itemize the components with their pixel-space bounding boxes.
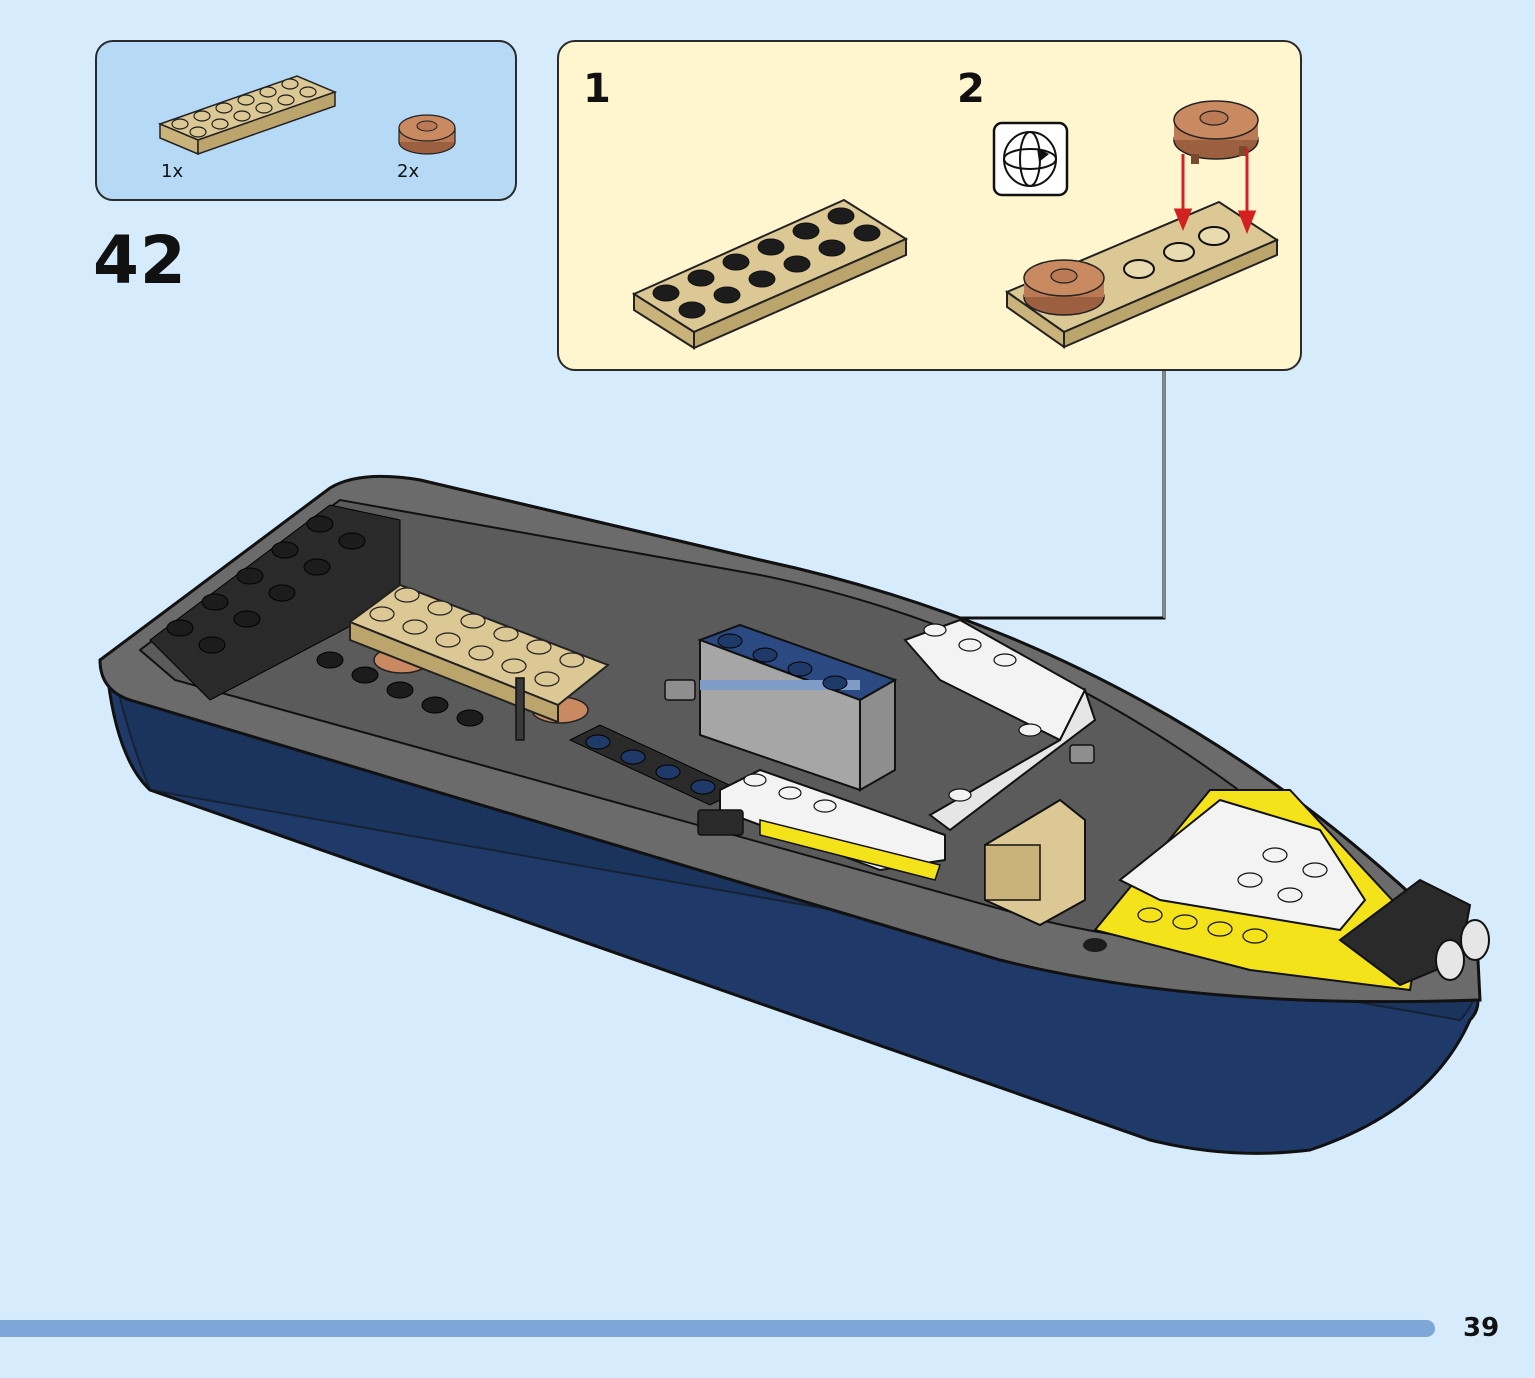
- antenna-post: [515, 677, 525, 741]
- quantity-label: 1x: [161, 161, 184, 182]
- page-number: 39: [1463, 1313, 1500, 1343]
- blue-studs: [568, 724, 742, 806]
- sub-step-number: 2: [957, 66, 985, 112]
- quantity-label: 2x: [397, 161, 420, 182]
- progress-bar: [0, 1320, 1435, 1337]
- stern-studs: [149, 504, 484, 727]
- boat-seat: [984, 798, 1086, 927]
- step-number: 42: [93, 222, 187, 299]
- sub-assembly-illustration: [631, 100, 1280, 350]
- deck-clips: [664, 679, 1095, 836]
- sub-assembly-box: 1 2: [557, 40, 1302, 371]
- placed-tan-plate: [347, 583, 610, 724]
- brown-round-plate-icon: [398, 114, 456, 155]
- rotate-model-icon: [992, 121, 1069, 197]
- placement-arrow-icon: [1173, 148, 1257, 235]
- parts-illustration: [157, 75, 456, 156]
- bow-section: [1083, 789, 1490, 992]
- parts-list-box: 1x 2x: [95, 40, 517, 201]
- tan-plate-step1: [631, 198, 909, 350]
- tan-plate-step2: [1004, 100, 1280, 349]
- boat-cabin: [697, 623, 898, 792]
- sub-step-number: 1: [583, 66, 611, 112]
- tan-plate-2x6-icon: [157, 75, 338, 156]
